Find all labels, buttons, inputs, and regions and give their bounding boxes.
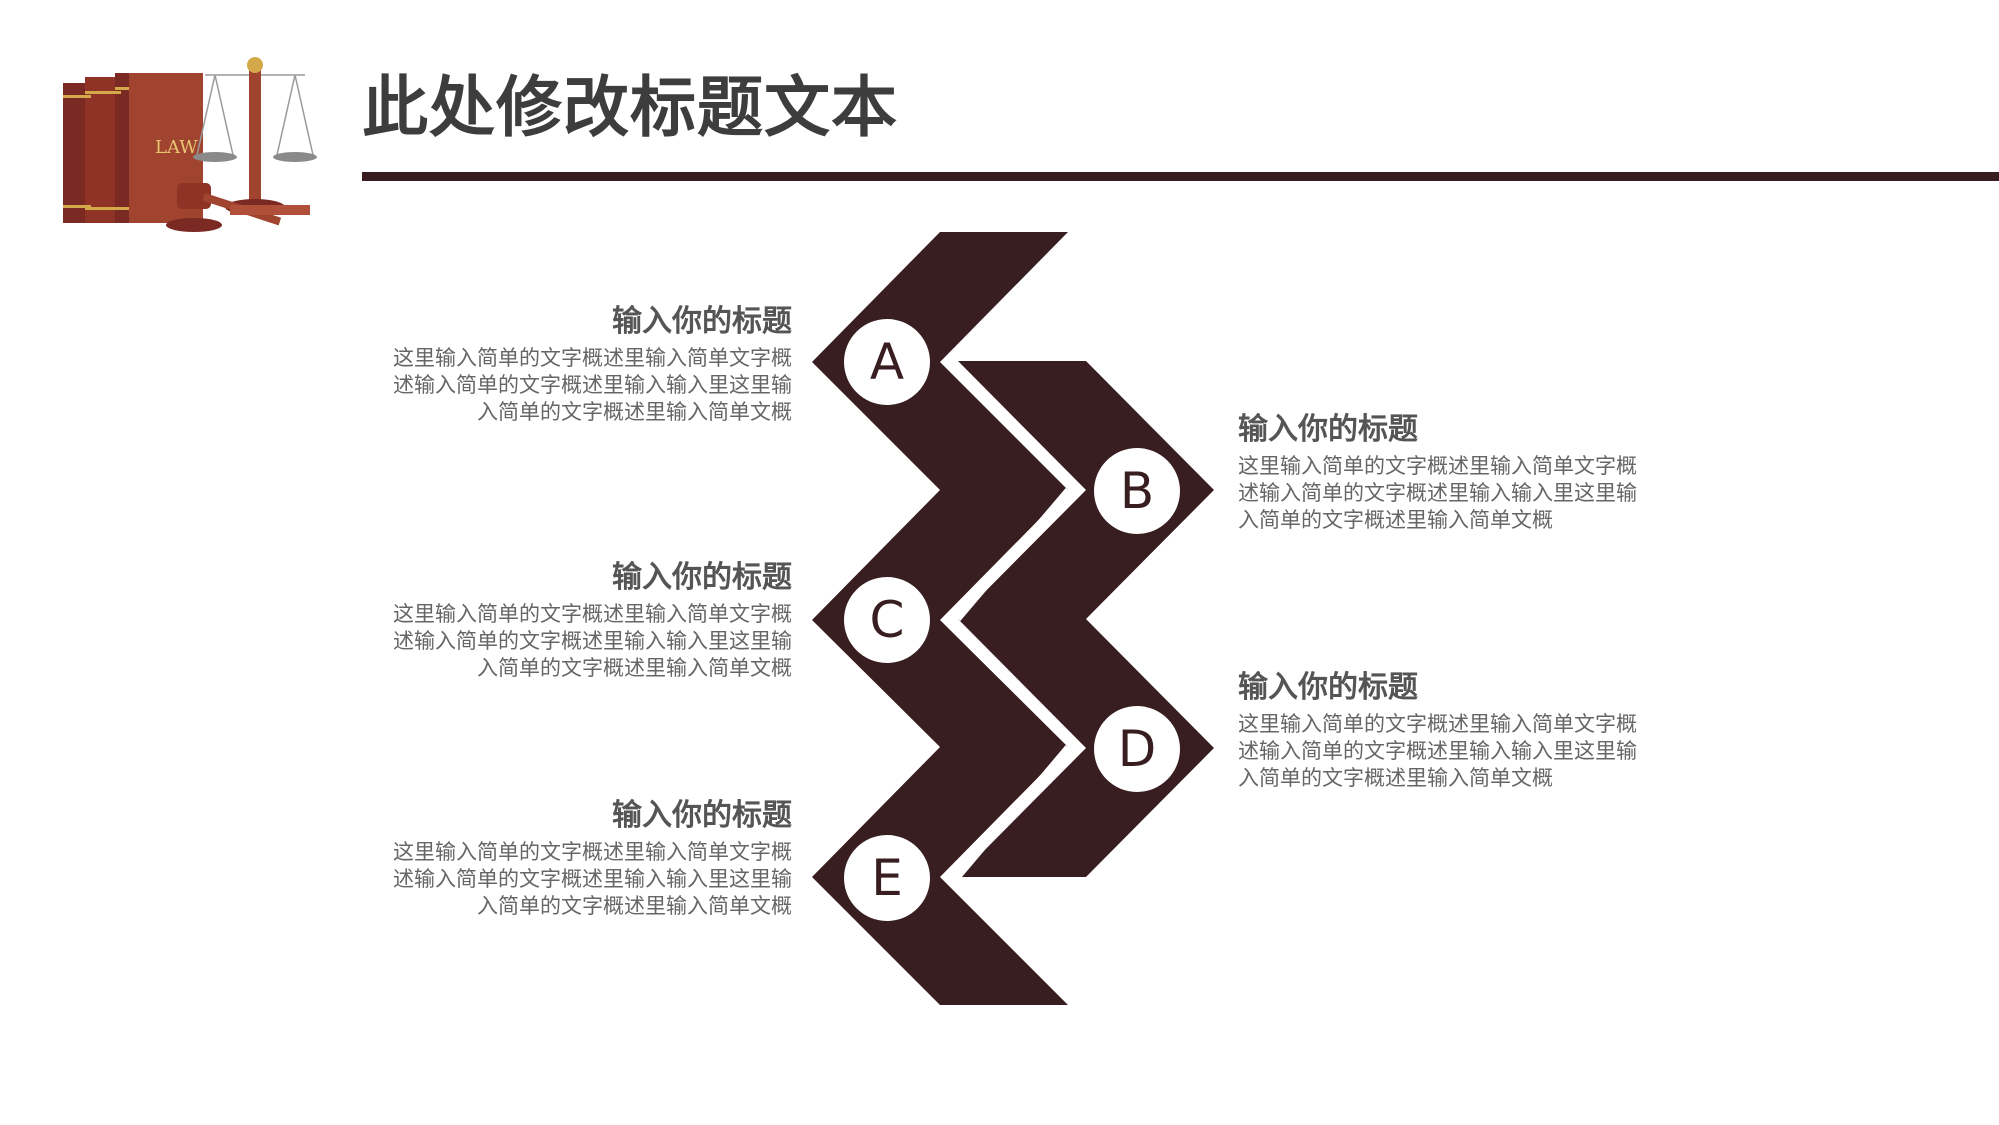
step-c-block: 输入你的标题 这里输入简单的文字概述里输入简单文字概述输入简单的文字概述里输入输… bbox=[372, 558, 792, 682]
step-a-circle: A bbox=[844, 319, 930, 405]
chevron-d bbox=[958, 619, 1214, 877]
chevron-c bbox=[812, 490, 1068, 747]
step-b-body: 这里输入简单的文字概述里输入简单文字概述输入简单的文字概述里输入输入里这里输入简… bbox=[1238, 454, 1637, 532]
step-e-body: 这里输入简单的文字概述里输入简单文字概述输入简单的文字概述里输入输入里这里输入简… bbox=[393, 840, 792, 918]
step-a-title: 输入你的标题 bbox=[612, 304, 792, 339]
chevron-e bbox=[812, 747, 1068, 1005]
title-divider bbox=[362, 172, 1999, 181]
step-c-body: 这里输入简单的文字概述里输入简单文字概述输入简单的文字概述里输入输入里这里输入简… bbox=[393, 602, 792, 680]
step-b-title: 输入你的标题 bbox=[1238, 412, 1418, 447]
step-d-title: 输入你的标题 bbox=[1238, 670, 1418, 705]
step-d-circle: D bbox=[1094, 706, 1180, 792]
step-c-title: 输入你的标题 bbox=[612, 560, 792, 595]
step-d-body: 这里输入简单的文字概述里输入简单文字概述输入简单的文字概述里输入输入里这里输入简… bbox=[1238, 712, 1637, 790]
step-e-circle: E bbox=[844, 835, 930, 921]
svg-text:LAW: LAW bbox=[155, 137, 198, 158]
law-logo-icon: LAW bbox=[63, 57, 317, 232]
chevron-a bbox=[812, 232, 1068, 490]
chevron-b bbox=[958, 361, 1214, 619]
step-d-block: 输入你的标题 这里输入简单的文字概述里输入简单文字概述输入简单的文字概述里输入输… bbox=[1238, 668, 1658, 792]
step-b-circle: B bbox=[1094, 448, 1180, 534]
step-a-block: 输入你的标题 这里输入简单的文字概述里输入简单文字概述输入简单的文字概述里输入输… bbox=[372, 302, 792, 426]
step-e-title: 输入你的标题 bbox=[612, 798, 792, 833]
page-title: 此处修改标题文本 bbox=[362, 69, 898, 146]
step-b-block: 输入你的标题 这里输入简单的文字概述里输入简单文字概述输入简单的文字概述里输入输… bbox=[1238, 410, 1658, 534]
step-c-circle: C bbox=[844, 577, 930, 663]
step-e-block: 输入你的标题 这里输入简单的文字概述里输入简单文字概述输入简单的文字概述里输入输… bbox=[372, 796, 792, 920]
step-a-body: 这里输入简单的文字概述里输入简单文字概述输入简单的文字概述里输入输入里这里输入简… bbox=[393, 346, 792, 424]
